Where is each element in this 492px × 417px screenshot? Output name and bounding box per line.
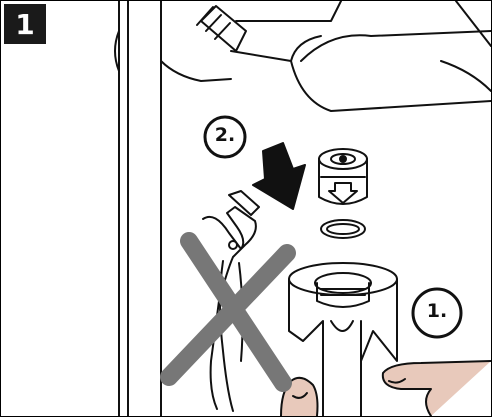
callout-label-2: 2. (205, 124, 245, 146)
wall-pipe-lines (115, 1, 161, 416)
hand-right (383, 361, 491, 416)
seal-ring (321, 220, 365, 238)
arrow-down-outline-icon (329, 183, 357, 203)
faucet-body (161, 1, 491, 111)
arrow-down-icon (253, 143, 305, 209)
step-number-badge: 1 (4, 4, 46, 44)
callout-label-1: 1. (413, 300, 461, 322)
